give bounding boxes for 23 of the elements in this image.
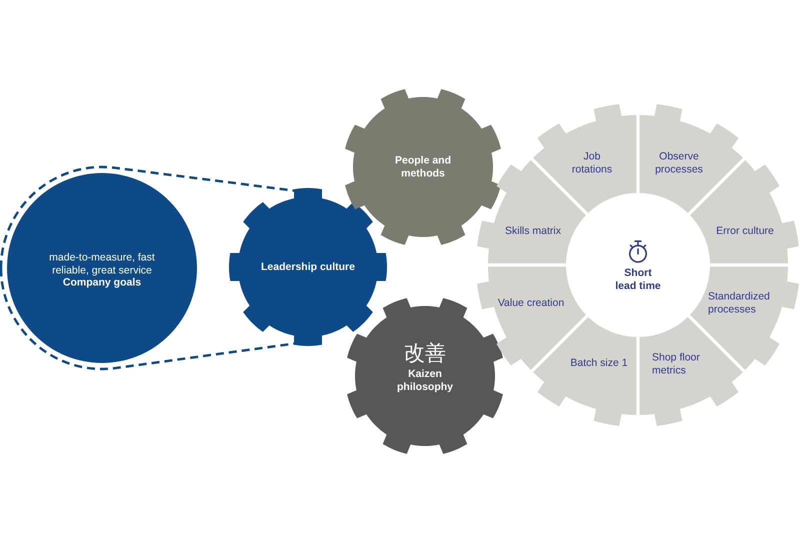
gear-segment bbox=[533, 317, 637, 426]
segment-label: Standardized processes bbox=[708, 290, 771, 316]
goal-heading: Company goals bbox=[62, 276, 142, 289]
gear bbox=[345, 89, 501, 245]
goal-description: made-to-measure, fast reliable, great service bbox=[48, 251, 156, 276]
segment-label: Shop floor metrics bbox=[652, 352, 701, 376]
segment-label: Batch size 1 bbox=[570, 356, 628, 370]
segment-label: Observe processes bbox=[654, 150, 704, 176]
gear-label: Leadership culture bbox=[261, 260, 355, 274]
segment-label: Error culture bbox=[716, 224, 774, 238]
kanji-label: 改善 bbox=[404, 341, 446, 366]
gear-segment bbox=[639, 104, 743, 213]
gear bbox=[229, 188, 387, 346]
gear-segment bbox=[533, 104, 637, 213]
segment-label: Value creation bbox=[498, 296, 564, 310]
belt-line bbox=[0, 166, 294, 269]
gear-label: Kaizen philosophy bbox=[396, 368, 454, 393]
segment-label: Job rotations bbox=[570, 150, 614, 176]
gear-segment bbox=[639, 317, 743, 426]
segment-label: Skills matrix bbox=[505, 224, 561, 238]
hub-label: Short lead time bbox=[614, 267, 662, 292]
gear-label: People and methods bbox=[394, 154, 452, 180]
belt-line bbox=[0, 268, 294, 370]
